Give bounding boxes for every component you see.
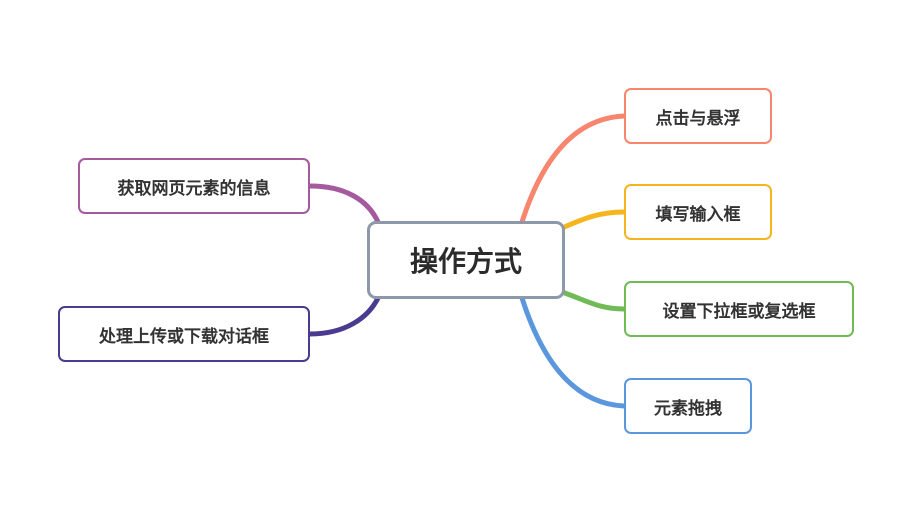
branch-label-get-element-info: 获取网页元素的信息 xyxy=(117,178,271,199)
connector-get-info xyxy=(307,183,381,225)
branch-label-click-hover: 点击与悬浮 xyxy=(655,108,741,129)
branch-node-dropdown-checkbox[interactable]: 设置下拉框或复选框 xyxy=(624,281,854,337)
branch-label-drag: 元素拖拽 xyxy=(654,398,722,419)
branch-node-fill-input[interactable]: 填写输入框 xyxy=(624,184,772,240)
connector-fill-input xyxy=(559,209,627,231)
connector-click-hover xyxy=(519,113,627,225)
branch-node-drag[interactable]: 元素拖拽 xyxy=(624,378,752,434)
central-topic-node[interactable]: 操作方式 xyxy=(367,221,565,299)
branch-node-upload-download-dialog[interactable]: 处理上传或下载对话框 xyxy=(58,306,310,362)
branch-node-get-element-info[interactable]: 获取网页元素的信息 xyxy=(78,158,310,214)
central-topic-label: 操作方式 xyxy=(409,245,522,278)
connector-upload xyxy=(307,295,381,337)
connector-drag xyxy=(519,295,627,409)
branch-node-click-hover[interactable]: 点击与悬浮 xyxy=(624,88,772,144)
branch-label-dropdown-checkbox: 设置下拉框或复选框 xyxy=(662,301,816,322)
branch-label-fill-input: 填写输入框 xyxy=(655,204,741,225)
connector-dropdown xyxy=(559,289,627,312)
branch-label-upload-download-dialog: 处理上传或下载对话框 xyxy=(99,326,269,347)
